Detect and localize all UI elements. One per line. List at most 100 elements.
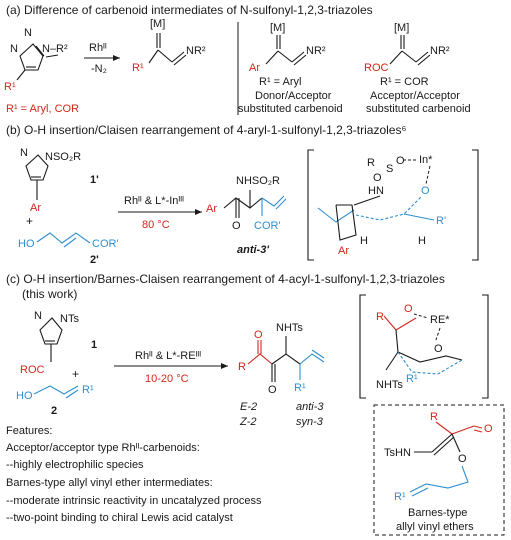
c-nts: NTs [60, 313, 79, 325]
box-tshn: TsHN [384, 447, 411, 459]
ts-c-o: O [404, 303, 413, 315]
r1-substituent: R¹ [4, 81, 16, 93]
allyl-alcohol-b: HO COR' 2' [18, 232, 119, 266]
c-roc: ROC [20, 364, 45, 376]
ts-c: R O RE* O R¹ NHTs [359, 294, 489, 399]
triazole-c: N NTs 1 ROC [20, 310, 97, 376]
carbenoid-aryl: [M] Ar NR² R¹ = Aryl Donor/Acceptor subs… [238, 22, 343, 115]
aryl-case: R¹ = Aryl [259, 76, 301, 88]
b-prod-o: O [232, 220, 241, 232]
c-prod-r: R [238, 361, 246, 373]
feature-2: --highly electrophilic species [6, 459, 144, 471]
aryl-metal: [M] [270, 22, 285, 34]
product-b: Ar O NHSO₂R COR' anti-3' [206, 175, 287, 256]
c-conditions-top: Rhᴵᴵ & L*-REᴵᴵᴵ [135, 350, 201, 362]
acyl-imine: NR² [430, 45, 450, 57]
c-plus: + [72, 367, 79, 381]
ts-b-hn: HN [368, 185, 384, 197]
allyl-alcohol-c: HO R¹ 2 [16, 384, 94, 417]
c-e2: E-2 [240, 401, 257, 413]
c-ring-n: N [34, 310, 42, 322]
c-prod-nhts: NHTs [276, 322, 303, 334]
box-caption2: allyl vinyl ethers [396, 521, 474, 533]
ts-c-r: R [376, 311, 384, 323]
b-prod-ar: Ar [206, 203, 217, 215]
ts-b-in: In* [419, 154, 433, 166]
aryl-ar: Ar [249, 62, 260, 74]
box-r1: R¹ [394, 491, 406, 503]
b-so2r: NSO₂R [45, 151, 81, 163]
box-o2: O [458, 453, 467, 465]
triazole-b: N NSO₂R 1' Ar [20, 147, 99, 214]
feature-1: Acceptor/acceptor type Rhᴵᴵ-carbenoids: [6, 442, 200, 454]
b-ar: Ar [30, 202, 41, 214]
box-r: R [430, 411, 438, 423]
b-plus: + [26, 214, 33, 228]
b-conditions-top: Rhᴵᴵ & L*-Inᴵᴵᴵ [124, 195, 184, 207]
b-cor: COR' [92, 238, 119, 250]
ts-b-h2: H [418, 235, 426, 247]
metal-label: [M] [150, 18, 165, 30]
carbenoid-general: [M] R¹ NR² [132, 18, 206, 74]
acyl-metal: [M] [394, 22, 409, 34]
ring-n-left: N [10, 43, 18, 55]
barnes-box: R O TsHN O R¹ Barnes-type allyl vinyl et… [373, 404, 505, 536]
acyl-type2: substituted carbenoid [366, 103, 471, 115]
aryl-type: Donor/Acceptor [255, 90, 332, 102]
features-list: Features: Acceptor/acceptor type Rhᴵᴵ-ca… [6, 425, 262, 524]
acyl-case: R¹ = COR [380, 76, 429, 88]
section-c-heading2: (this work) [22, 287, 77, 301]
b-ring-n: N [20, 147, 28, 159]
b-prod-cor: COR' [254, 220, 281, 232]
b-compound-1p: 1' [90, 174, 99, 186]
box-o: O [484, 423, 493, 435]
b-compound-2p: 2' [90, 254, 99, 266]
r1-definition: R¹ = Aryl, COR [6, 103, 79, 115]
ts-c-o2: O [434, 343, 443, 355]
feature-4: --moderate intrinsic reactivity in uncat… [6, 495, 262, 507]
b-ho: HO [18, 238, 35, 250]
b-prod-nhso2r: NHSO₂R [236, 175, 280, 187]
arrow-a-catalyst: Rhᴵᴵ [89, 42, 107, 54]
c-ho: HO [16, 390, 33, 402]
aryl-type2: substituted carbenoid [238, 103, 343, 115]
ts-b-s: S [386, 163, 393, 175]
c-compound-1: 1 [91, 339, 97, 351]
ts-b-ar: Ar [338, 245, 349, 257]
acyl-roc: ROC [364, 62, 389, 74]
acyl-type: Acceptor/Acceptor [370, 90, 460, 102]
section-b-heading: (b) O-H insertion/Claisen rearrangement … [6, 123, 406, 137]
ts-b-r: R [367, 157, 375, 169]
feature-0: Features: [6, 425, 52, 437]
feature-3: Barnes-type allyl vinyl ether intermedia… [6, 477, 213, 489]
c-syn3: syn-3 [296, 416, 324, 428]
section-a-heading: (a) Difference of carbenoid intermediate… [6, 3, 373, 17]
ts-b-o2: O [396, 155, 405, 167]
ts-b-r2: R' [436, 215, 446, 227]
carbenoid-acyl: [M] ROC NR² R¹ = COR Acceptor/Acceptor s… [364, 22, 471, 115]
b-conditions-bottom: 80 °C [142, 219, 170, 231]
c-compound-2: 2 [51, 405, 57, 417]
ts-b-o: O [373, 172, 382, 184]
c-r1: R¹ [82, 384, 94, 396]
box-caption1: Barnes-type [408, 507, 467, 519]
ring-n-top: N [24, 27, 32, 39]
c-anti3: anti-3 [296, 401, 324, 413]
feature-5: --two-point binding to chiral Lewis acid… [6, 512, 233, 524]
ring-n-right: N–R² [42, 43, 68, 55]
aryl-imine: NR² [306, 45, 326, 57]
section-c-heading: (c) O-H insertion/Barnes-Claisen rearran… [6, 272, 445, 286]
carbenoid-imine: NR² [186, 45, 206, 57]
b-prod-label: anti-3' [237, 244, 269, 256]
c-prod-o1: O [254, 329, 263, 341]
arrow-a-loss: -N₂ [91, 63, 107, 75]
ts-c-r1: R¹ [406, 373, 418, 385]
ts-b-o3: O [421, 185, 430, 197]
c-prod-r1: R¹ [294, 382, 306, 394]
ts-b: R S O O In* HN O H H R' Ar [307, 149, 479, 261]
product-c: R O O NHTs R¹ E-2 Z-2 anti-3 syn-3 [238, 322, 324, 428]
c-z2: Z-2 [239, 416, 257, 428]
c-prod-o2: O [268, 384, 277, 396]
ts-b-h: H [360, 235, 368, 247]
